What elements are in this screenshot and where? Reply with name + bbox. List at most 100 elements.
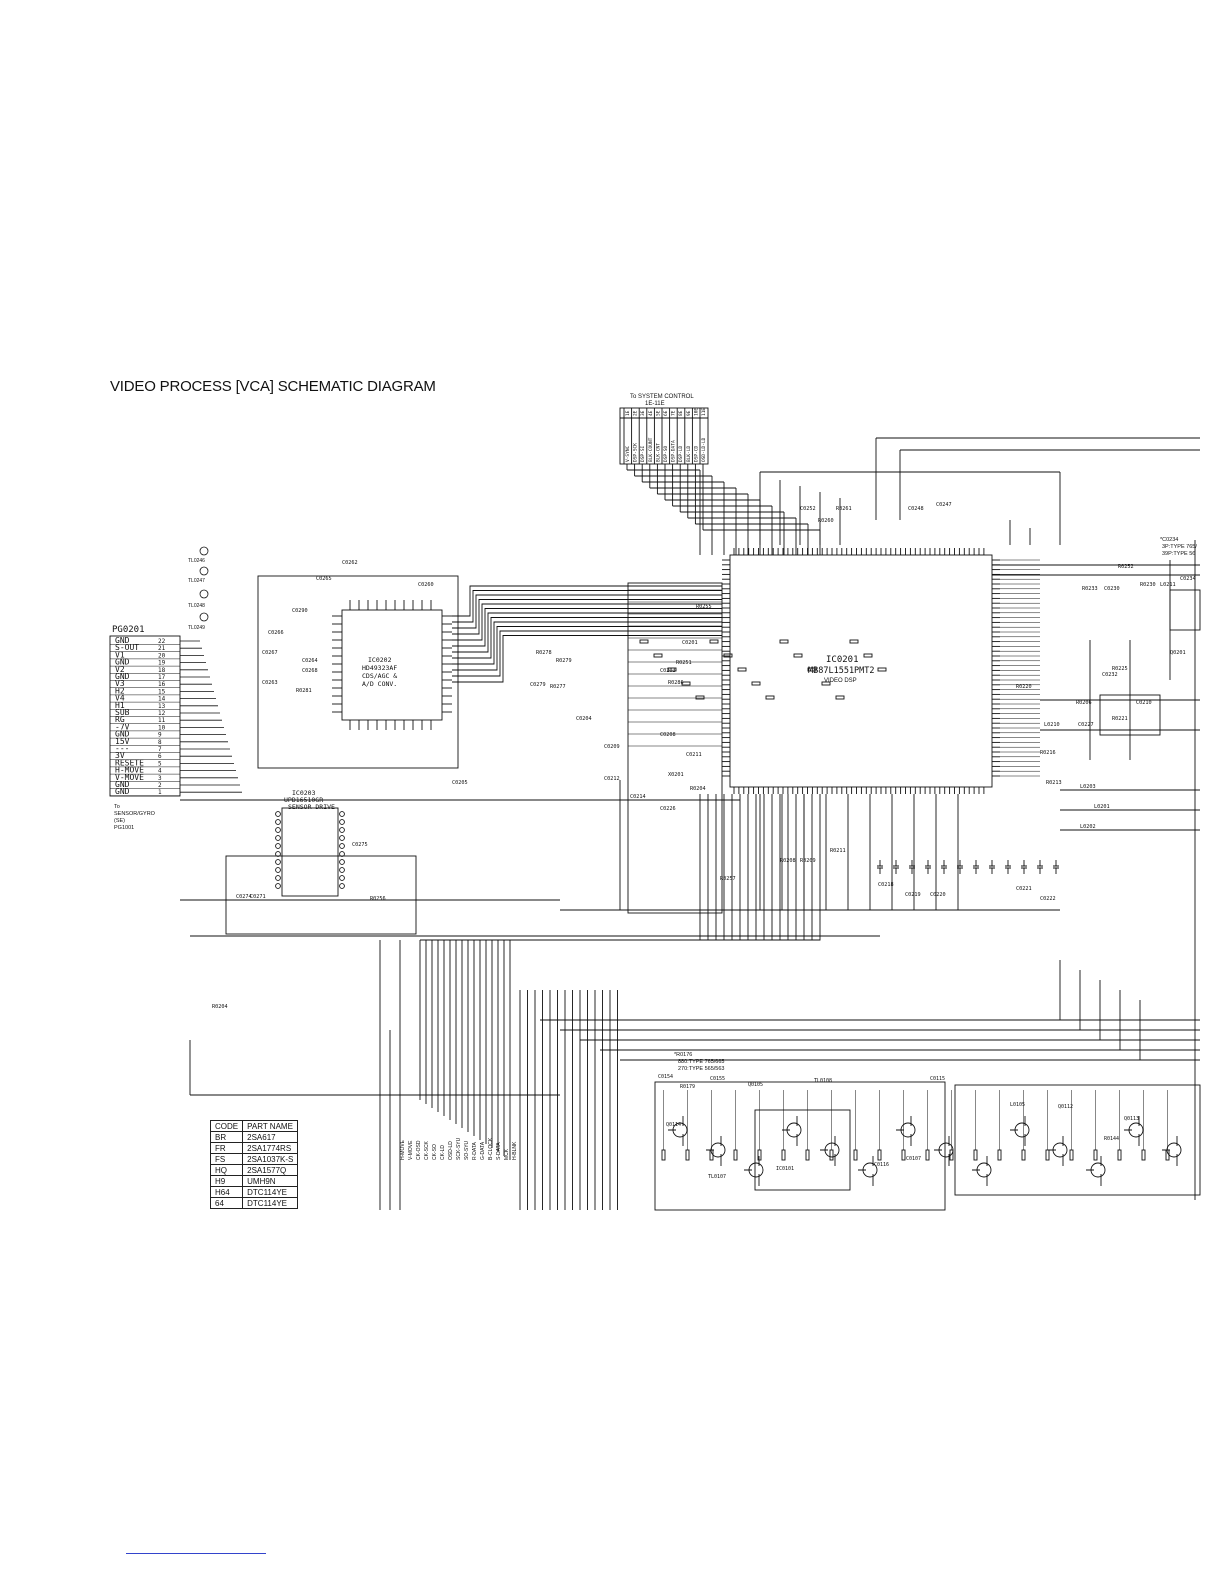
pg0201-pin-num: 16 <box>158 681 166 688</box>
parts-row: 5HXP4501 <box>209 1208 299 1209</box>
pg0201-label: PG0201 <box>112 625 145 635</box>
component-label: C0227 <box>1078 722 1094 728</box>
bottom-signal-label: CK-LD <box>440 1145 446 1160</box>
pg0201-pin-name: 15V <box>115 737 130 746</box>
component-label: C0230 <box>1104 586 1120 592</box>
bottom-signal-label: S-DATA <box>496 1142 502 1160</box>
testpoint-1: TL0247 <box>188 578 205 584</box>
component-label: L0202 <box>1080 824 1096 830</box>
lower-note-2: 270:TYPE 565/563 <box>678 1066 724 1072</box>
pg0201-pin-num: 10 <box>158 724 166 731</box>
sysctl-signal: BLK-LD <box>686 445 692 462</box>
parts-name: DTC114YE <box>242 1186 299 1198</box>
sysctl-signal: OSD-LD-LD <box>701 437 707 462</box>
ic0202-desc1: CDS/AGC & <box>362 672 397 680</box>
pg0201-pin-num: 2 <box>158 782 162 789</box>
component-label: C0219 <box>905 892 921 898</box>
ic0202-desc2: A/D CONV. <box>362 680 397 688</box>
parts-code: H64 <box>209 1186 244 1198</box>
pg0201-pin-name: RG <box>115 715 125 724</box>
ic0201-desc: VIDEO DSP <box>824 678 857 684</box>
pg0201-pin-num: 21 <box>158 645 166 652</box>
component-label: C0248 <box>908 506 924 512</box>
parts-name: UMH9N <box>242 1175 299 1187</box>
parts-header-name: PART NAME <box>242 1120 299 1132</box>
pg0201-pin-num: 18 <box>158 667 166 674</box>
page-title: VIDEO PROCESS [VCA] SCHEMATIC DIAGRAM <box>110 378 436 395</box>
pg0201-pin-num: 1 <box>158 789 162 796</box>
pg0201-pin-num: 4 <box>158 768 162 775</box>
system-control-connector <box>619 407 709 465</box>
pg0201-pin-name: 3V <box>115 751 125 760</box>
sysctl-signal: DSP-DATA <box>671 440 677 462</box>
lower-component-label: TL0107 <box>708 1174 726 1180</box>
component-label: R0251 <box>676 660 692 666</box>
pg0201-pin-num: 17 <box>158 674 166 681</box>
component-label: R0255 <box>696 604 712 610</box>
pg0201-dest-2: (SE) <box>114 818 125 824</box>
pg0201-pin-num: 7 <box>158 746 162 753</box>
type-note-1: 3P:TYPE 765/ <box>1162 544 1197 550</box>
pg0201-pin-name: V4 <box>115 694 125 703</box>
ic0202-ref: IC0202 <box>368 656 392 664</box>
pg0201-pin-name: S-OUT <box>115 643 139 652</box>
pg0201-pin-name: V-MOVE <box>115 773 144 782</box>
parts-code: FS <box>209 1153 244 1165</box>
component-label: C0264 <box>302 658 318 664</box>
parts-code: H9 <box>209 1175 244 1187</box>
system-control-heading: To SYSTEM CONTROL <box>630 394 694 400</box>
bottom-signal-label: G-DATA <box>480 1141 486 1160</box>
lower-note-1: 880:TYPE 765/665 <box>678 1059 724 1065</box>
sysctl-pinref: 6E <box>663 410 669 416</box>
component-label: R0208 <box>780 858 796 864</box>
component-label: R0277 <box>550 684 566 690</box>
component-label: C0203 <box>660 668 676 674</box>
pg0201-pin-num: 3 <box>158 775 162 782</box>
component-label: R0209 <box>800 858 816 864</box>
component-label: C0220 <box>930 892 946 898</box>
parts-name: XP4501 <box>242 1208 299 1209</box>
sysctl-signal: DSP-SI <box>640 445 646 462</box>
sysctl-pinref: 10E <box>693 408 699 416</box>
component-label: R0261 <box>836 506 852 512</box>
pg0201-pin-num: 6 <box>158 753 162 760</box>
ic0202-part: HD49323AF <box>362 664 397 672</box>
parts-name: 2SA617 <box>242 1131 299 1143</box>
component-label: L0211 <box>1160 582 1176 588</box>
sysctl-pinref: 7E <box>671 410 677 416</box>
component-label: C0260 <box>418 582 434 588</box>
component-label: R0225 <box>1112 666 1128 672</box>
component-label: C0214 <box>630 794 646 800</box>
pg0201-pin-name: -7V <box>115 722 130 731</box>
ic0203-desc: SENSOR DRIVE <box>288 803 335 811</box>
lower-component-label: C0107 <box>906 1156 921 1162</box>
lower-component-label: C0155 <box>710 1076 725 1082</box>
component-label: R0206 <box>1076 700 1092 706</box>
lower-component-label: L0105 <box>1010 1102 1025 1108</box>
parts-code: BR <box>209 1131 244 1143</box>
pg0201-frame <box>109 635 181 797</box>
pg0201-pin-name: SUB <box>115 708 130 717</box>
lower-note-0: *R0176 <box>674 1052 692 1058</box>
component-label: C0262 <box>342 560 358 566</box>
sysctl-pinref: 1E <box>625 410 631 416</box>
testpoint-2: TL0248 <box>188 603 205 609</box>
component-label: R0213 <box>1046 780 1062 786</box>
pg0201-pin-num: 11 <box>158 717 166 724</box>
sysctl-pinref: 3E <box>640 410 646 416</box>
component-label: R0281 <box>296 688 312 694</box>
pg0201-pin-num: 8 <box>158 739 162 746</box>
lower-component-label: Q0114 <box>666 1122 681 1128</box>
component-label: C0211 <box>686 752 702 758</box>
pg0201-pin-num: 13 <box>158 703 166 710</box>
pg0201-pin-num: 22 <box>158 638 166 645</box>
lower-component-label: C0116 <box>874 1162 889 1168</box>
bottom-signal-label: CK-SCK <box>424 1140 430 1160</box>
parts-code: FR <box>209 1142 244 1154</box>
component-label: R0220 <box>1016 684 1032 690</box>
lower-component-label: C0154 <box>658 1074 673 1080</box>
component-label: C0210 <box>1136 700 1152 706</box>
pg0201-pin-num: 5 <box>158 760 162 767</box>
